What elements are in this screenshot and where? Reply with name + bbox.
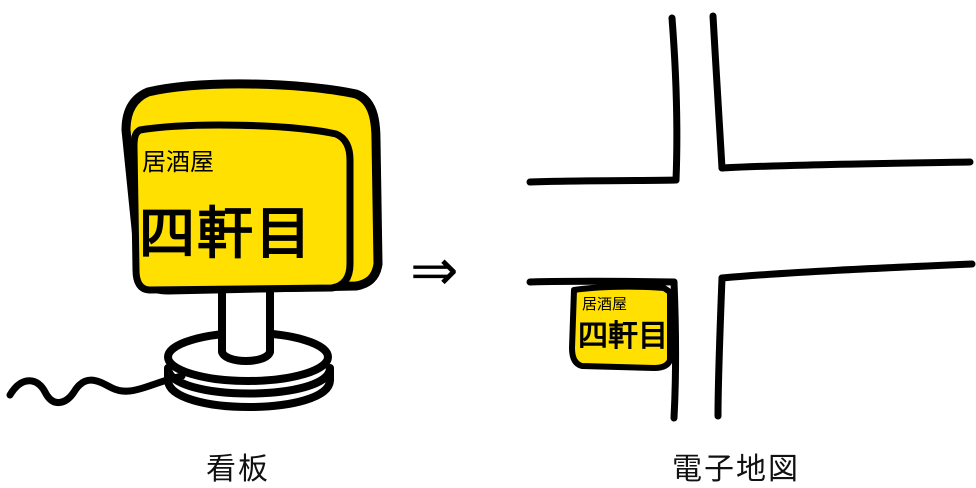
power-cable bbox=[6, 372, 186, 406]
road-edge-vertical-left-bottom bbox=[670, 278, 679, 422]
sign-pole bbox=[218, 290, 274, 365]
electronic-map: 居酒屋 四軒目 bbox=[526, 12, 976, 422]
transform-arrow: ⇒ bbox=[410, 236, 459, 304]
map-marker-category-text: 居酒屋 bbox=[582, 295, 627, 313]
caption-electronic-map: 電子地図 bbox=[672, 452, 800, 487]
map-marker-name-text: 四軒目 bbox=[578, 319, 668, 354]
sign-name-text: 四軒目 bbox=[139, 202, 313, 267]
road-edge-vertical-right-bottom bbox=[714, 274, 726, 420]
sign-category-text: 居酒屋 bbox=[142, 148, 214, 176]
road-edge-vertical-right-top bbox=[709, 12, 726, 172]
road-edge-horizontal-top-right bbox=[718, 158, 974, 172]
signboard-illustration: 居酒屋 四軒目 bbox=[6, 79, 383, 411]
road-edge-vertical-left-top bbox=[668, 14, 681, 184]
sign-box-face bbox=[130, 121, 354, 294]
caption-signboard: 看板 bbox=[206, 452, 270, 487]
road-edge-horizontal-bottom-left bbox=[526, 277, 678, 286]
map-marker-box bbox=[569, 283, 673, 371]
map-shop-marker[interactable]: 居酒屋 四軒目 bbox=[569, 283, 673, 371]
road-edge-horizontal-bottom-right bbox=[718, 260, 976, 282]
road-edge-horizontal-top-left bbox=[526, 176, 680, 186]
